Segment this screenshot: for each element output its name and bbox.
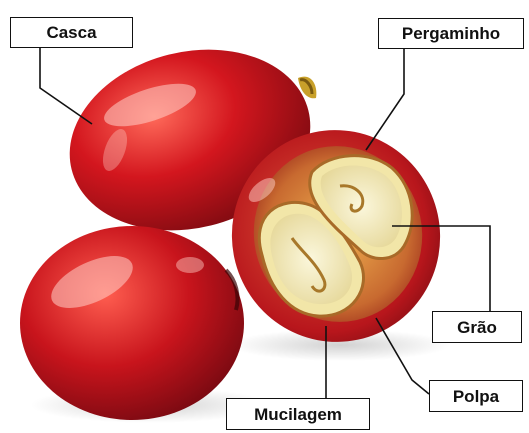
label-grao: Grão (432, 311, 522, 343)
label-pergaminho: Pergaminho (378, 18, 524, 49)
label-casca: Casca (10, 17, 133, 48)
label-mucilagem: Mucilagem (226, 398, 370, 430)
leader-line-pergaminho (366, 49, 404, 150)
label-polpa: Polpa (429, 380, 523, 412)
whole-cherry-bottom (20, 226, 244, 420)
